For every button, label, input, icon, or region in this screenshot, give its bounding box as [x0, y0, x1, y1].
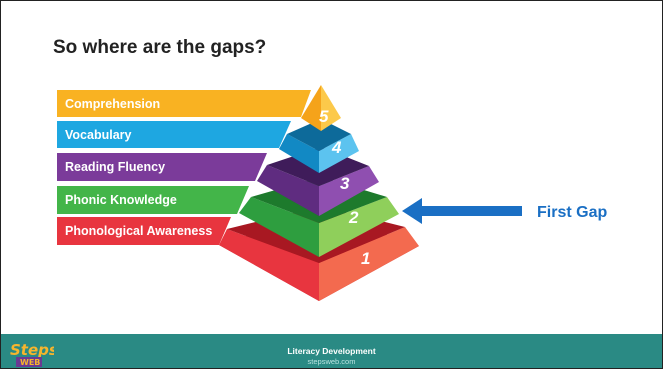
first-gap-label: First Gap [537, 204, 608, 221]
pyramid-level-4 [279, 119, 359, 173]
level-number-5: 5 [319, 107, 329, 126]
band-vocabulary [57, 121, 291, 148]
steps-web-logo: Steps WEB [10, 341, 54, 367]
band-phonic-knowledge [57, 186, 249, 214]
band-label-vocabulary: Vocabulary [65, 128, 132, 142]
band-label-reading-fluency: Reading Fluency [65, 160, 165, 174]
footer-bar: Literacy Development stepsweb.com [1, 334, 662, 368]
level-number-3: 3 [340, 174, 350, 193]
footer-title: Literacy Development [287, 346, 376, 356]
band-label-comprehension: Comprehension [65, 97, 160, 111]
band-comprehension [57, 90, 311, 117]
svg-text:Steps: Steps [10, 341, 54, 359]
pyramid-diagram: Comprehension Vocabulary Reading Fluency… [57, 85, 522, 301]
level-number-2: 2 [348, 208, 359, 227]
level-number-4: 4 [331, 138, 342, 157]
first-gap-arrow [402, 198, 522, 224]
slide-title: So where are the gaps? [53, 37, 267, 58]
level-number-1: 1 [361, 249, 370, 268]
band-label-phonic-knowledge: Phonic Knowledge [65, 193, 177, 207]
pyramid-level-5 [301, 85, 341, 131]
band-reading-fluency [57, 153, 267, 181]
band-phonological-awareness [57, 217, 231, 245]
footer-subtitle: stepsweb.com [307, 357, 356, 366]
band-label-phonological-awareness: Phonological Awareness [65, 224, 212, 238]
svg-text:WEB: WEB [20, 358, 40, 367]
